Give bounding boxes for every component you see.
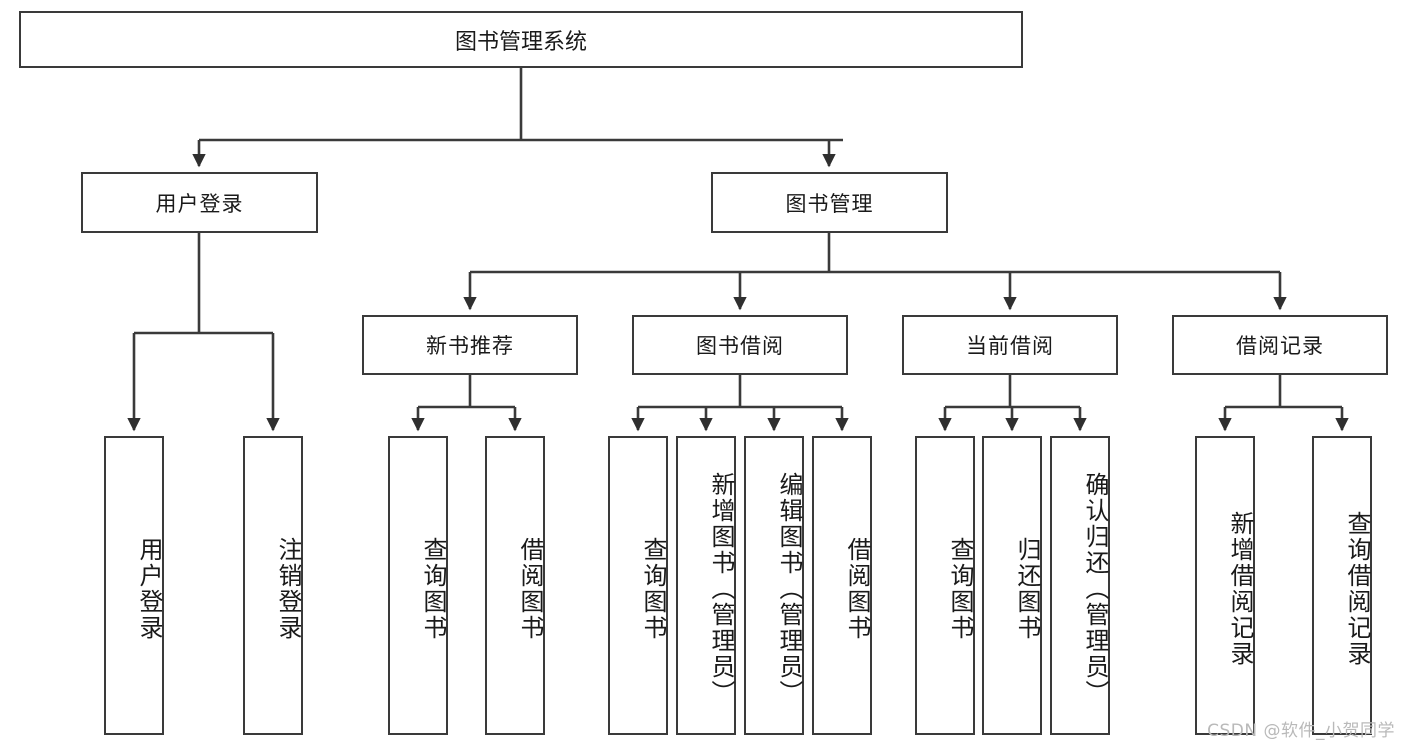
node-leaf-query-book-1[interactable]: 查询图书: [388, 436, 448, 735]
node-root[interactable]: 图书管理系统: [19, 11, 1023, 68]
leaf-label: 查询图书: [639, 536, 667, 641]
node-leaf-query-borrow-record[interactable]: 查询借阅记录: [1312, 436, 1372, 735]
node-leaf-query-book-2[interactable]: 查询图书: [608, 436, 668, 735]
leaf-label: 归还图书: [1013, 536, 1041, 641]
node-leaf-query-book-3[interactable]: 查询图书: [915, 436, 975, 735]
leaf-label: 注销登录: [274, 536, 302, 641]
leaf-label: 新增图书（管理员）: [707, 471, 735, 706]
leaf-label: 查询图书: [946, 536, 974, 641]
watermark: CSDN @软件_小贺同学: [1207, 721, 1395, 741]
leaf-label: 借阅图书: [516, 536, 544, 641]
node-leaf-user-login[interactable]: 用户登录: [104, 436, 164, 735]
node-leaf-confirm-return[interactable]: 确认归还（管理员）: [1050, 436, 1110, 735]
node-leaf-borrow-book-1[interactable]: 借阅图书: [485, 436, 545, 735]
node-leaf-logout[interactable]: 注销登录: [243, 436, 303, 735]
node-user-login[interactable]: 用户登录: [81, 172, 318, 233]
node-leaf-add-borrow-record[interactable]: 新增借阅记录: [1195, 436, 1255, 735]
node-leaf-borrow-book-2[interactable]: 借阅图书: [812, 436, 872, 735]
node-current-borrow[interactable]: 当前借阅: [902, 315, 1118, 375]
node-leaf-add-book[interactable]: 新增图书（管理员）: [676, 436, 736, 735]
leaf-label: 用户登录: [135, 536, 163, 641]
leaf-label: 新增借阅记录: [1226, 510, 1254, 667]
leaf-label: 借阅图书: [843, 536, 871, 641]
node-leaf-return-book[interactable]: 归还图书: [982, 436, 1042, 735]
leaf-label: 确认归还（管理员）: [1081, 471, 1109, 706]
node-new-book-recommendation[interactable]: 新书推荐: [362, 315, 578, 375]
node-leaf-edit-book[interactable]: 编辑图书（管理员）: [744, 436, 804, 735]
node-book-manage[interactable]: 图书管理: [711, 172, 948, 233]
leaf-label: 查询借阅记录: [1343, 510, 1371, 667]
leaf-label: 编辑图书（管理员）: [775, 471, 803, 706]
node-borrow-record[interactable]: 借阅记录: [1172, 315, 1388, 375]
leaf-label: 查询图书: [419, 536, 447, 641]
node-book-borrow[interactable]: 图书借阅: [632, 315, 848, 375]
